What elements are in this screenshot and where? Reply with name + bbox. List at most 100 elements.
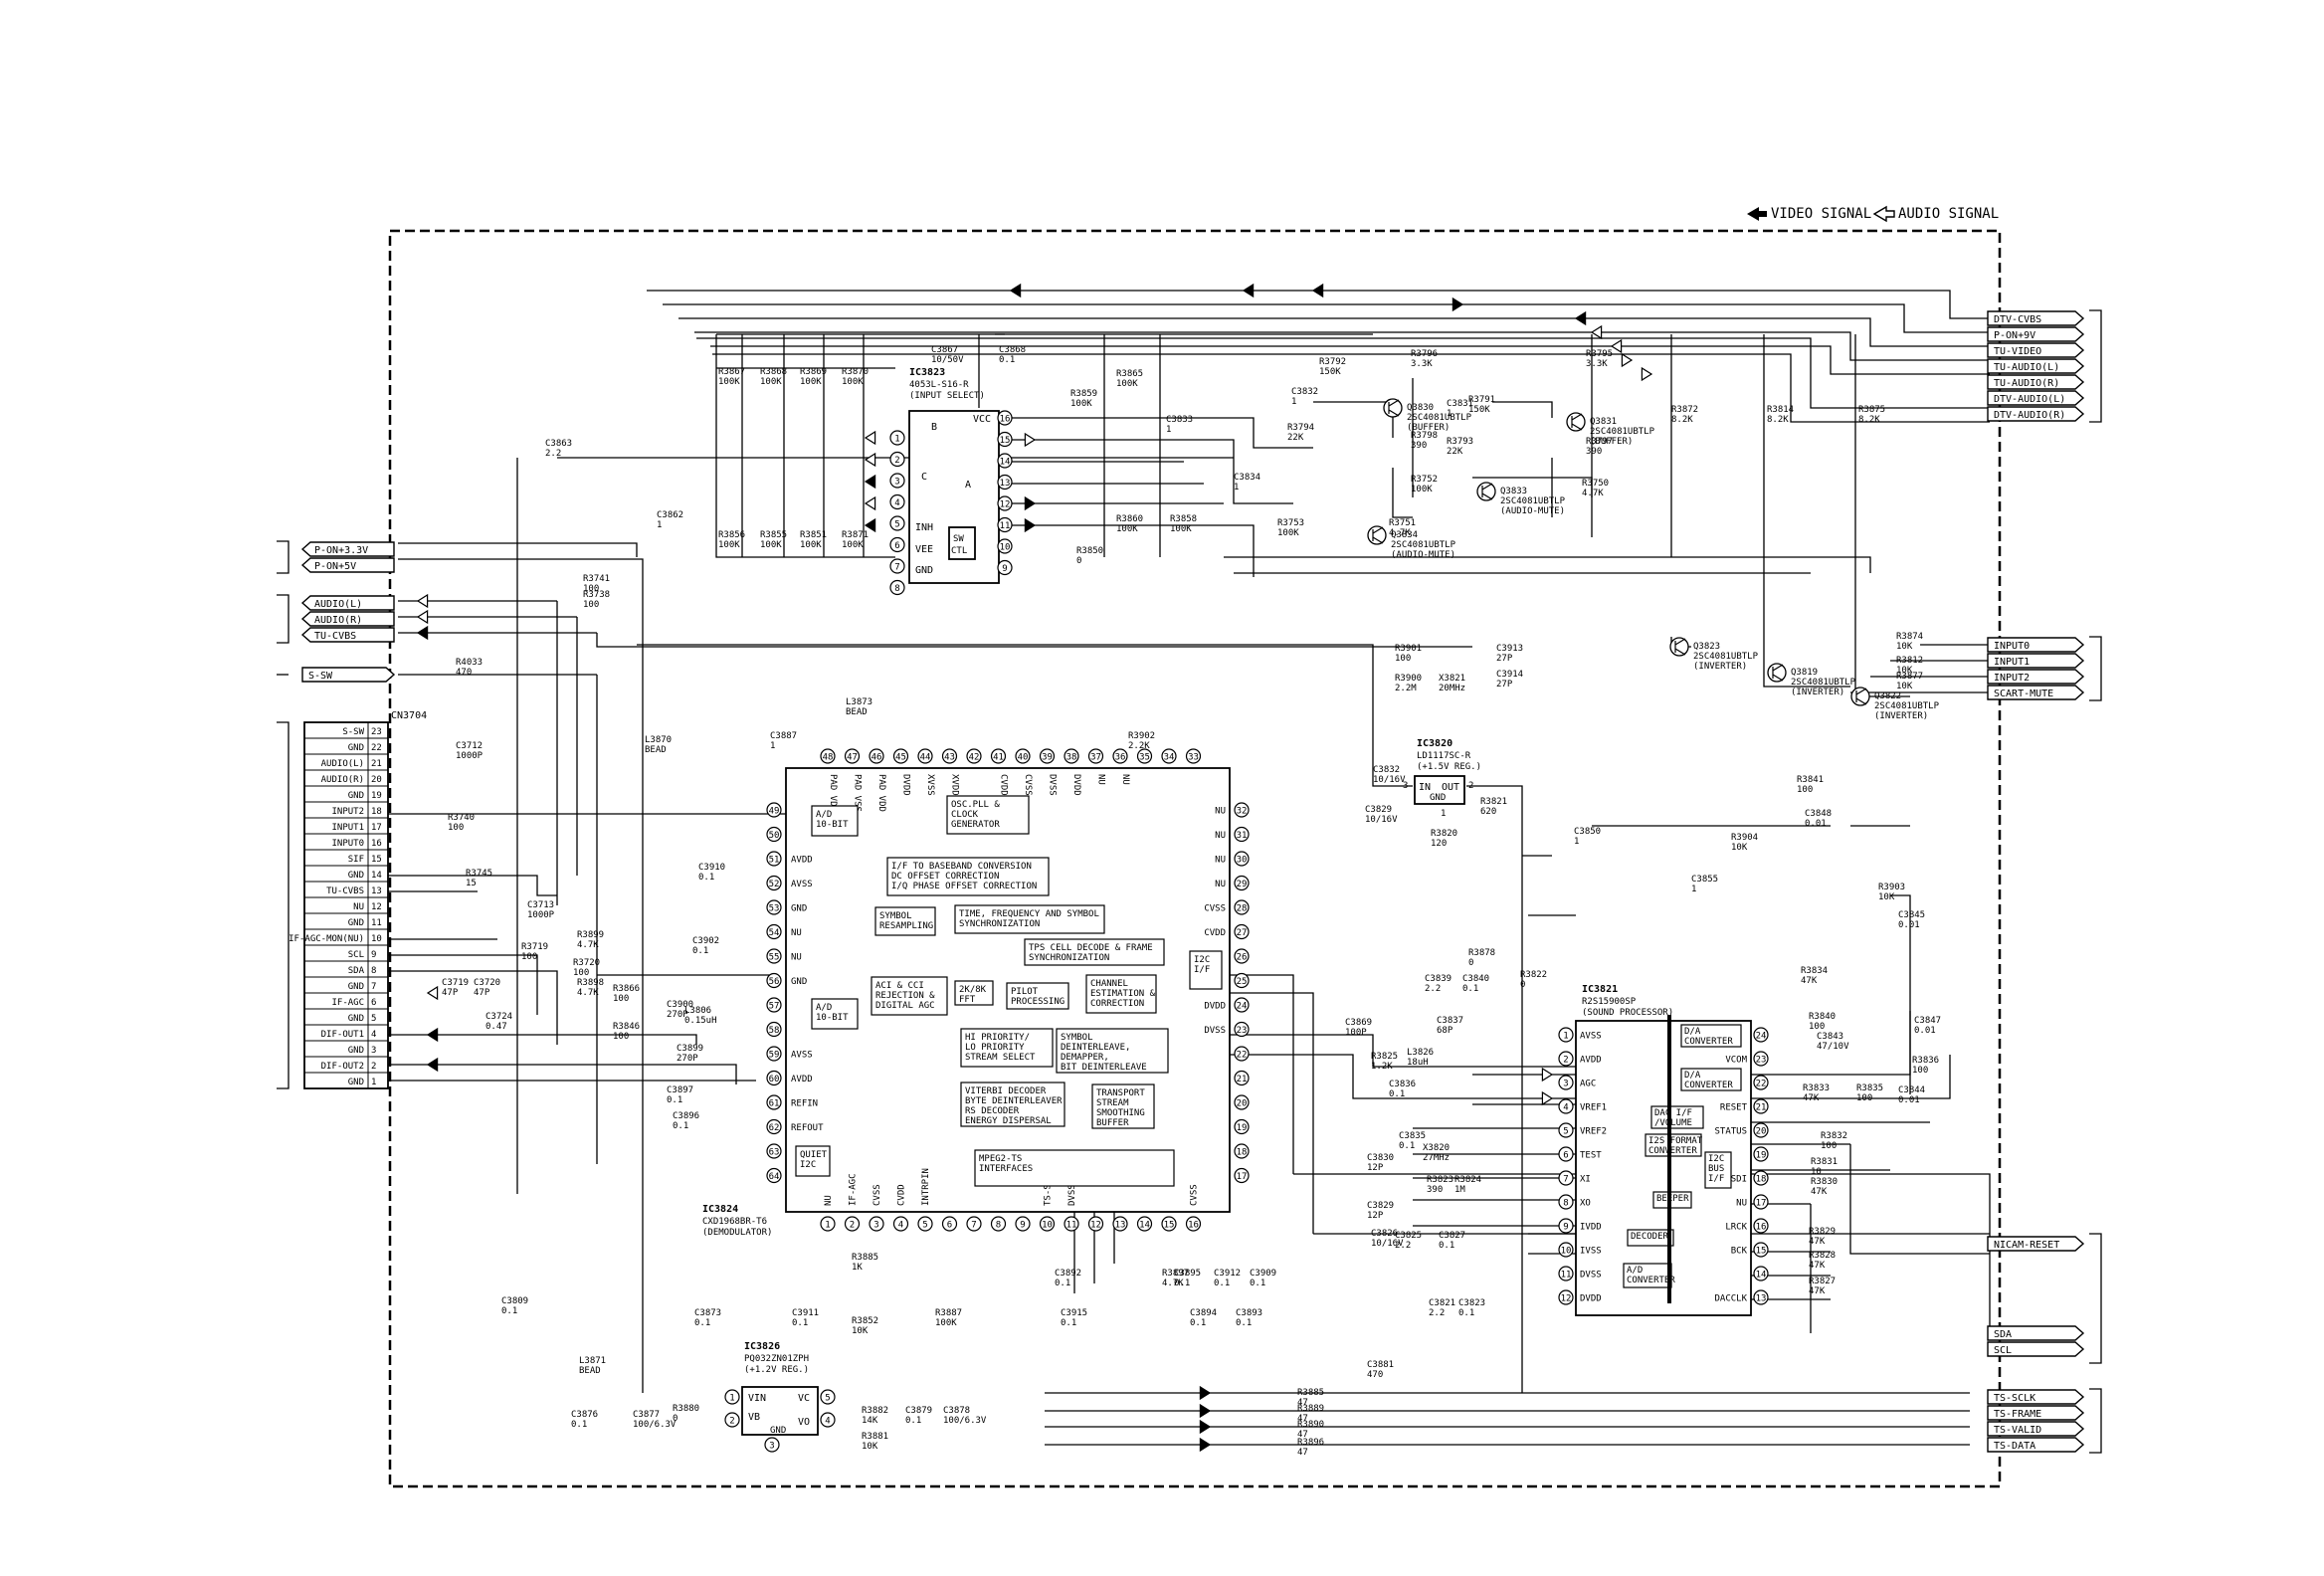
component-ref: C3909 [1250,1269,1276,1279]
component-value: 27MHz [1423,1153,1450,1163]
component-value: 4.7K [1389,528,1411,538]
component-value: 270P [677,1054,698,1064]
ic3821-block-text: /VOLUME [1654,1118,1692,1128]
connector-pin-number: 23 [371,727,382,737]
component-value: 100K [800,377,822,387]
audio-arrow-icon [1590,324,1603,340]
ic3821-pin-circle [1558,1051,1574,1067]
ic3823-gnd: GND [915,565,933,576]
component-value: 18uH [1407,1058,1429,1068]
ic3821-block-text: BUS [1708,1164,1724,1174]
component-ref: R3899 [577,930,604,940]
ic3826-vo: VO [798,1417,810,1428]
component-ref: R3738 [583,590,610,600]
ic3821-pin-name: LRCK [1725,1223,1747,1233]
audio-arrow-icon [1541,1090,1554,1106]
component-value: 8.2K [1858,415,1880,425]
wire [710,345,1990,375]
ic3824-block-text: GENERATOR [951,820,1000,830]
left-port-0: P-ON+3.3V [314,545,368,556]
component-ref: R3745 [466,869,492,879]
bracket [2089,636,2102,701]
component-ref: R3885 [1297,1388,1324,1398]
component-value: 4.7K [577,940,599,950]
ic3821-pin: 11 [1561,1271,1572,1280]
ic3824-pin: 55 [769,953,780,963]
ic3824-block-text: LO PRIORITY [965,1043,1025,1053]
ic3821-pin-circle [1753,1146,1769,1162]
component-ref: R3831 [1811,1157,1838,1167]
ic3821-pin-name: XI [1580,1175,1591,1185]
component-value: 0.1 [571,1420,587,1430]
ic3821-pin-circle [1558,1289,1574,1305]
component-ref: C3834 [1234,473,1260,483]
component-value: 47K [1801,976,1818,986]
component-ref: R3846 [613,1022,640,1032]
ic3820-part: LD1117SC-R [1417,751,1471,761]
component-value: 100K [718,377,740,387]
ic3821-pin: 17 [1756,1199,1767,1209]
right-port-right_top-4: TU-AUDIO(R) [1994,378,2059,389]
wire [694,331,1990,361]
component-ref: C3809 [501,1296,528,1306]
ic3824-pin-circle [766,826,782,843]
component-ref: C3877 [633,1410,660,1420]
right-port-bus-1: SCL [1994,1345,2012,1356]
component-value: 1 [770,741,775,751]
component-ref: R3851 [800,530,827,540]
ic3824-pin: 29 [1237,880,1248,889]
ic3824-pin-name: AVDD [791,1075,813,1084]
ic3824-pin: 41 [993,753,1004,763]
component-value: 10 [1811,1167,1822,1177]
component-value: 100/6.3V [943,1416,987,1426]
ic3824-pin-circle [766,851,782,867]
transistor-label: Q3834 [1391,530,1418,540]
ic3821-pin-name: BCK [1731,1247,1748,1257]
ic3824-block-text: SYMBOL [1061,1033,1093,1043]
transistor-symbol-icon [1367,525,1387,545]
right-port-right_input-0-flag [1987,637,2085,653]
wire [696,337,1990,409]
connector-body [303,721,389,1089]
right-port-right_top-2-flag [1987,342,2085,358]
audio-signal-arrow-icon [1872,205,1895,223]
component-ref: L3870 [645,735,672,745]
component-ref: C3826 [1371,1229,1398,1239]
right-port-right_top-0-flag [1987,310,2085,326]
ic3821-pin-circle [1753,1242,1769,1258]
component-value: 0.1 [1458,1308,1474,1318]
ic3824-pin-circle [1185,748,1202,764]
ic3824-pin-circle [1234,826,1250,843]
legend-video-label: VIDEO SIGNAL [1771,206,1871,222]
component-ref: C3915 [1061,1308,1087,1318]
ic3821-desc: (SOUND PROCESSOR) [1582,1008,1673,1018]
wire [637,644,1413,787]
ic3824-pin: 17 [1237,1172,1248,1182]
left-ssw-port-flag [301,667,396,683]
component-ref: C3914 [1496,670,1523,680]
ic3826-pin: 4 [825,1417,830,1427]
component-value: 0.1 [1061,1318,1076,1328]
wire [388,1064,737,1084]
ic3821-block [1704,1151,1732,1189]
ic3824-pin-circle [820,748,836,764]
component-value: 1 [1691,885,1696,894]
ic3824-block-text: VITERBI DECODER [965,1086,1047,1096]
component-ref: R3887 [935,1308,962,1318]
component-ref: R3855 [760,530,787,540]
ic3824-pin-circle [1136,748,1153,764]
right-port-right_input-2: INPUT2 [1994,673,2030,684]
component-ref: C3855 [1691,875,1718,885]
component-value: 22K [1447,447,1463,457]
ic3824-pin-circle [766,1021,782,1038]
ic3821-pin-circle [1558,1242,1574,1258]
connector-pin-name: GND [348,982,364,992]
ic3821-pin: 4 [1563,1103,1568,1113]
ic3824-pin-circle [892,748,909,764]
ic3824-pin: 39 [1042,753,1053,763]
ic3824-pin: 9 [1020,1221,1025,1231]
ic3824-block [811,805,859,837]
ic3821-pin-name: AVSS [1580,1032,1602,1042]
component-ref: C3897 [667,1085,693,1095]
connector-pin-number: 19 [371,791,382,801]
